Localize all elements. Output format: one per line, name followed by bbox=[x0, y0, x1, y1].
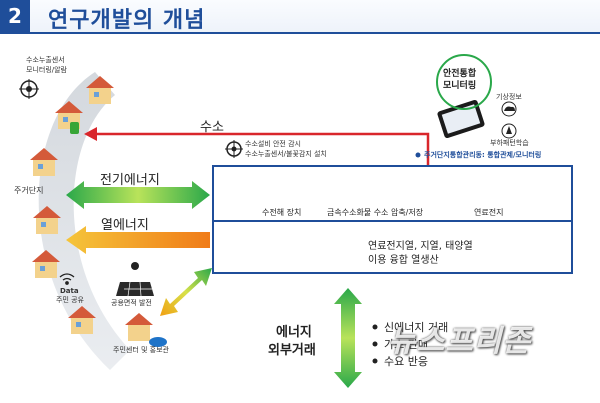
electric-label: 전기에너지 bbox=[100, 173, 160, 188]
target-icon bbox=[19, 79, 39, 99]
car-icon bbox=[149, 337, 167, 347]
house-icon bbox=[86, 76, 114, 104]
hydrogen-label: 수소 bbox=[200, 120, 224, 135]
heat-line-1: 연료전지열, 지열, 태양열 bbox=[368, 241, 473, 252]
target-icon bbox=[225, 140, 243, 158]
title-bar bbox=[0, 0, 600, 34]
safety-line-1: 수소설비 안전 감시 bbox=[245, 140, 301, 148]
facility-divider bbox=[214, 220, 571, 222]
house-icon bbox=[125, 313, 153, 341]
house-icon bbox=[33, 206, 61, 234]
monitor-label-2: 모니터링 bbox=[443, 81, 477, 91]
monitor-circle bbox=[436, 54, 492, 110]
bin-icon bbox=[70, 122, 79, 134]
house-icon bbox=[68, 306, 96, 334]
center-label: 주민센터 및 홍보관 bbox=[113, 346, 169, 354]
share-label: 주민 공유 bbox=[56, 296, 84, 304]
section-number: 2 bbox=[0, 0, 30, 32]
tablet-icon bbox=[437, 99, 485, 139]
hydrogen-arrow bbox=[95, 132, 430, 165]
complex-label: 주거단지 bbox=[14, 186, 44, 195]
house-icon bbox=[30, 148, 58, 176]
electric-arrow bbox=[66, 181, 210, 209]
sensor-label-1: 수소누출센서 bbox=[26, 56, 65, 64]
trade-item-2: 가스 판매 bbox=[384, 338, 428, 351]
wifi-icon bbox=[59, 273, 75, 285]
step-fuel-cell: 연료전지 bbox=[474, 208, 504, 217]
data-label: Data bbox=[60, 287, 79, 295]
safety-line-2: 수소누출센서/불꽃감지 설치 bbox=[245, 150, 327, 158]
house-icon bbox=[32, 250, 60, 278]
heat-arrow bbox=[66, 226, 210, 254]
trade-item-3: 수요 반응 bbox=[384, 355, 428, 368]
residential-arc bbox=[38, 72, 130, 370]
trade-item-1: 신에너지 거래 bbox=[384, 321, 449, 334]
solar-panel-icon bbox=[116, 262, 154, 297]
external-label-2: 외부거래 bbox=[268, 343, 316, 358]
diagonal-arrow bbox=[160, 268, 212, 316]
external-label-1: 에너지 bbox=[276, 325, 312, 340]
heat-line-2: 이용 융합 열생산 bbox=[368, 255, 439, 266]
page-title: 연구개발의 개념 bbox=[48, 8, 206, 33]
weather-label: 기상정보 bbox=[496, 93, 522, 101]
step-storage: 금속수소화물 수소 압축/저장 bbox=[327, 208, 424, 217]
watermark-logo: 뉴스프리존 bbox=[388, 324, 531, 359]
heat-label: 열에너지 bbox=[101, 218, 149, 233]
monitor-label-1: 안전통합 bbox=[443, 69, 477, 79]
facility-box bbox=[212, 165, 573, 274]
solar-label: 공용면적 발전 bbox=[111, 299, 152, 307]
sensor-label-2: 모니터링/알람 bbox=[26, 66, 67, 74]
external-arrow bbox=[334, 288, 362, 388]
learning-label: 부하패턴학습 bbox=[490, 139, 529, 147]
step-electrolyzer: 수전해 장치 bbox=[262, 208, 302, 217]
center-bullet: 주거단지통합관리동: 통합관제/모니터링 bbox=[424, 151, 542, 159]
